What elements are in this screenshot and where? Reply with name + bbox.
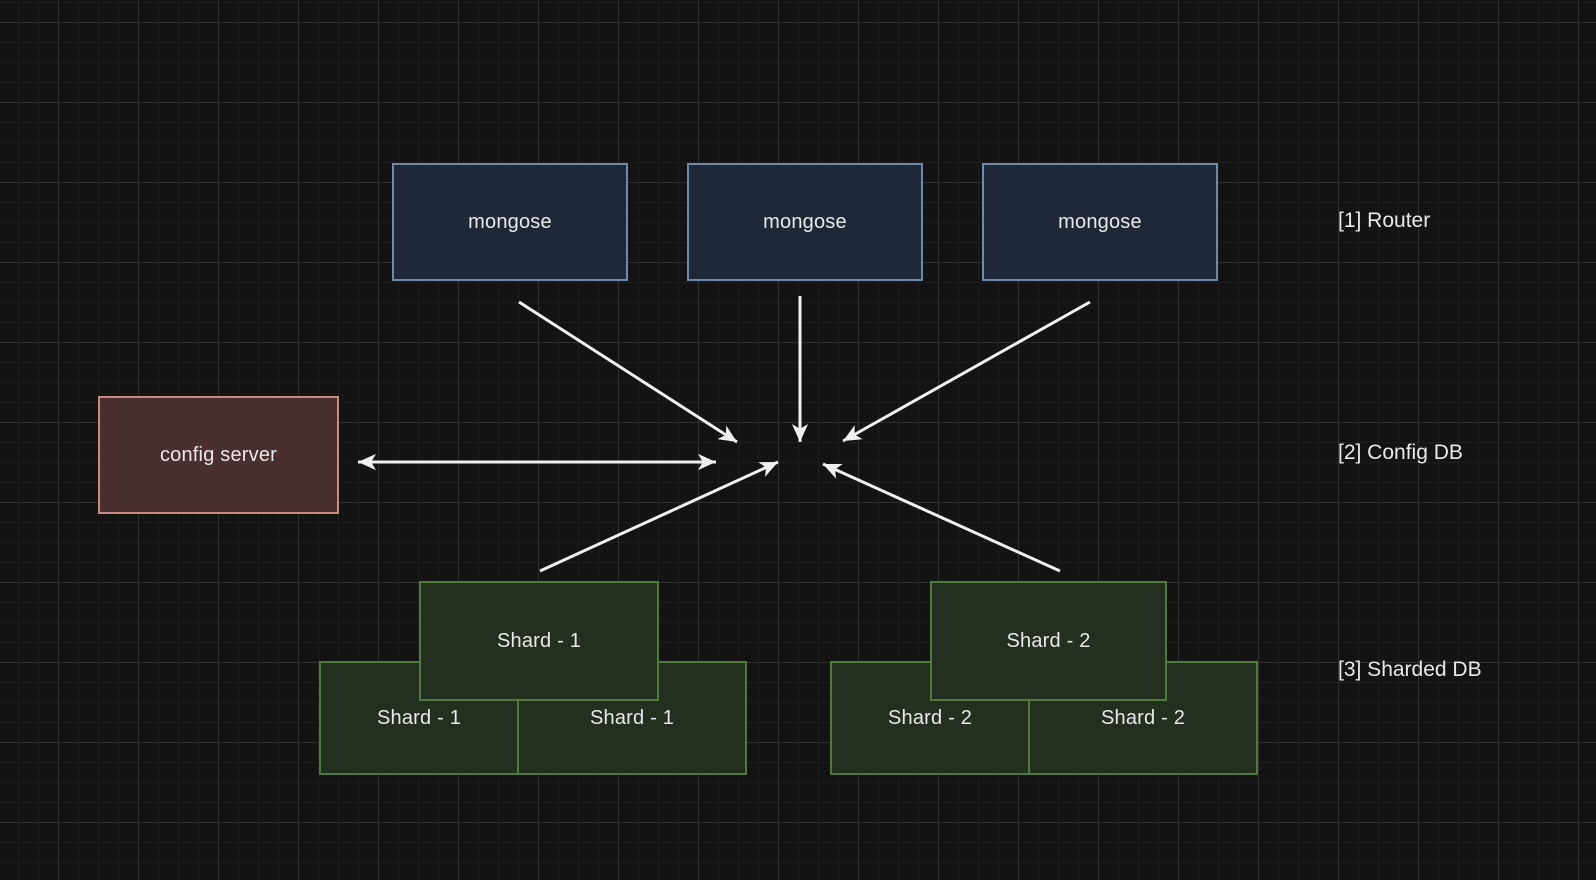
arrow-shard2-to-hub[interactable]	[822, 462, 1061, 573]
shard2-top-label: Shard - 2	[1006, 629, 1091, 652]
config-server-node[interactable]: config server	[98, 396, 339, 514]
shard1-bottom-left-label: Shard - 1	[376, 706, 462, 729]
shard2-bottom-left-label: Shard - 2	[887, 706, 973, 729]
router-node-2[interactable]: mongose	[687, 163, 923, 281]
router-node-3-label: mongose	[1058, 210, 1142, 233]
shard2-bottom-right-label: Shard - 2	[1100, 706, 1186, 729]
router-node-2-label: mongose	[763, 210, 847, 233]
config-server-label: config server	[159, 443, 278, 466]
router-node-1-label: mongose	[468, 210, 552, 233]
arrow-shard1-to-hub[interactable]	[539, 460, 779, 573]
shard1-top-label: Shard - 1	[496, 629, 582, 652]
arrow-router-1-to-hub[interactable]	[518, 300, 738, 444]
shard1-top-node[interactable]: Shard - 1	[419, 581, 659, 701]
router-node-1[interactable]: mongose	[392, 163, 628, 281]
annotation-config-db[interactable]: [2] Config DB	[1338, 441, 1463, 464]
annotation-sharded-db[interactable]: [3] Sharded DB	[1338, 658, 1482, 681]
annotation-router[interactable]: [1] Router	[1338, 209, 1431, 232]
shard1-bottom-right-label: Shard - 1	[589, 706, 675, 729]
arrow-router-3-to-hub[interactable]	[842, 300, 1091, 443]
router-node-3[interactable]: mongose	[982, 163, 1218, 281]
shard2-top-node[interactable]: Shard - 2	[930, 581, 1167, 701]
